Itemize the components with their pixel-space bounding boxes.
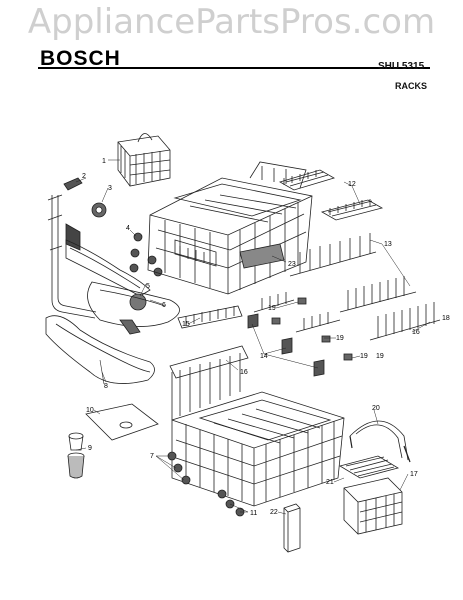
part-supply-tube: [47, 194, 151, 319]
part-4-rollers: [129, 232, 163, 277]
callout-21: 21: [326, 479, 334, 486]
part-tine-rows: [253, 292, 341, 333]
brand-logo: BOSCH: [40, 47, 121, 70]
part-9-filter: [67, 432, 85, 479]
part-lower-rack: [171, 391, 345, 507]
part-12-knife-racks: [278, 169, 384, 221]
part-16-cup-rack: [169, 345, 249, 420]
part-18-fold-tines: [369, 302, 441, 341]
callout-19c: 19: [360, 353, 368, 360]
part-13-fold-tines: [289, 233, 417, 313]
part-7-wheels: [167, 451, 191, 485]
callout-2: 2: [82, 173, 86, 180]
part-6-spray-arm: [87, 281, 180, 335]
callout-18: 18: [442, 315, 450, 322]
part-19-clips: [271, 297, 353, 361]
callout-13: 13: [384, 241, 392, 248]
header-rule: [38, 67, 430, 69]
section-title: RACKS: [395, 81, 428, 91]
callout-19a: 19: [268, 305, 276, 312]
callout-1: 1: [102, 158, 106, 165]
callout-22: 22: [270, 509, 278, 516]
callout-15: 15: [182, 321, 190, 328]
part-3-spray-wheel: [91, 202, 107, 218]
callout-6: 6: [162, 302, 166, 309]
callout-17: 17: [410, 471, 418, 478]
part-2-clip: [63, 177, 83, 191]
callout-3: 3: [108, 185, 112, 192]
callout-16b: 16: [412, 329, 420, 336]
part-5-upper-rack: [147, 161, 313, 295]
part-21-basket-lid: [338, 455, 400, 479]
callout-12: 12: [348, 181, 356, 188]
callout-5: 5: [146, 283, 150, 290]
callout-8: 8: [104, 383, 108, 390]
part-10-filter-plate: [85, 403, 159, 441]
callout-4: 4: [126, 225, 130, 232]
callout-11: 11: [250, 510, 257, 517]
part-20-handle: [349, 420, 411, 463]
part-1-cutlery-basket: [117, 133, 171, 187]
callout-10: 10: [86, 407, 94, 414]
part-17-small-basket: [343, 477, 403, 535]
callout-7: 7: [150, 453, 154, 460]
part-22-post: [283, 503, 301, 553]
callout-19b: 19: [336, 335, 344, 342]
callout-9: 9: [88, 445, 92, 452]
part-14-holders: [247, 313, 325, 377]
callout-14: 14: [260, 353, 268, 360]
watermark: AppliancePartsPros.com: [27, 2, 436, 42]
part-15-tine-insert: [177, 305, 243, 329]
part-8-bracket: [45, 315, 155, 385]
callout-19d: 19: [376, 353, 384, 360]
model-number: SHU 5315: [378, 61, 425, 72]
callout-20: 20: [372, 405, 380, 412]
callout-16a: 16: [240, 369, 248, 376]
leader-lines: [75, 159, 431, 515]
callout-labels: 1 2 3 4 5 6 7 8 9 10 11 12 13 14 15 16 1…: [82, 158, 450, 517]
callout-23: 23: [288, 261, 296, 268]
